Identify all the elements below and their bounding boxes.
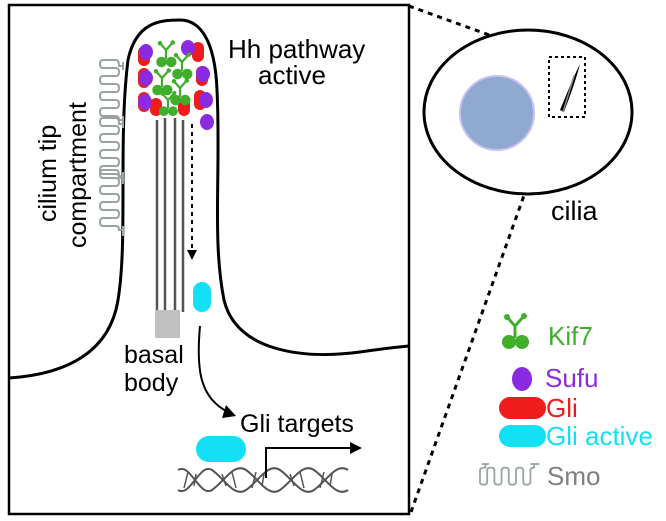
legend-item-gli: Gli bbox=[499, 393, 578, 423]
legend: Kif7 Sufu Gli Gli active Smo bbox=[479, 311, 653, 491]
gli-targets-label: Gli targets bbox=[240, 410, 354, 438]
dna-helix-icon bbox=[177, 467, 349, 493]
transcription-arrow bbox=[265, 442, 362, 478]
zoom-box bbox=[548, 56, 586, 118]
pathway-status-label: Hh pathway bbox=[228, 34, 365, 64]
main-panel-frame bbox=[7, 3, 411, 516]
cilium-membrane bbox=[8, 18, 410, 380]
cilia-label: cilia bbox=[551, 196, 598, 226]
legend-label-gli-active: Gli active bbox=[546, 421, 653, 451]
cilium-tip-label: cilium tip bbox=[34, 125, 62, 222]
nuclear-import-arrow bbox=[197, 325, 236, 418]
legend-item-smo: Smo bbox=[479, 461, 600, 491]
legend-label-kif7: Kif7 bbox=[548, 321, 593, 351]
legend-label-gli: Gli bbox=[546, 393, 578, 423]
basal-body-label-2: body bbox=[124, 369, 179, 397]
legend-item-gli-active: Gli active bbox=[499, 421, 653, 451]
legend-item-sufu: Sufu bbox=[512, 363, 599, 393]
sufu-icon bbox=[138, 40, 214, 130]
legend-item-kif7: Kif7 bbox=[500, 311, 593, 351]
legend-label-sufu: Sufu bbox=[545, 363, 599, 393]
basal-body-label: basal bbox=[124, 341, 184, 369]
smo-icon bbox=[479, 463, 541, 486]
pathway-status-label-2: active bbox=[258, 60, 326, 90]
kif7-icon bbox=[500, 311, 531, 351]
legend-label-smo: Smo bbox=[547, 461, 600, 491]
gli-active-icon bbox=[499, 425, 546, 447]
cell-inset bbox=[422, 28, 634, 196]
basal-body bbox=[155, 310, 180, 338]
axoneme bbox=[155, 118, 185, 312]
cilium-tip-label-2: compartment bbox=[64, 102, 92, 248]
gli-icon bbox=[499, 397, 546, 419]
sufu-icon bbox=[512, 367, 532, 391]
transport-arrow bbox=[187, 124, 197, 260]
gli-active-bound-icon bbox=[196, 436, 246, 462]
gli-active-icon bbox=[193, 282, 211, 312]
nucleus bbox=[459, 75, 535, 151]
cilium-tip-cluster bbox=[138, 39, 214, 130]
